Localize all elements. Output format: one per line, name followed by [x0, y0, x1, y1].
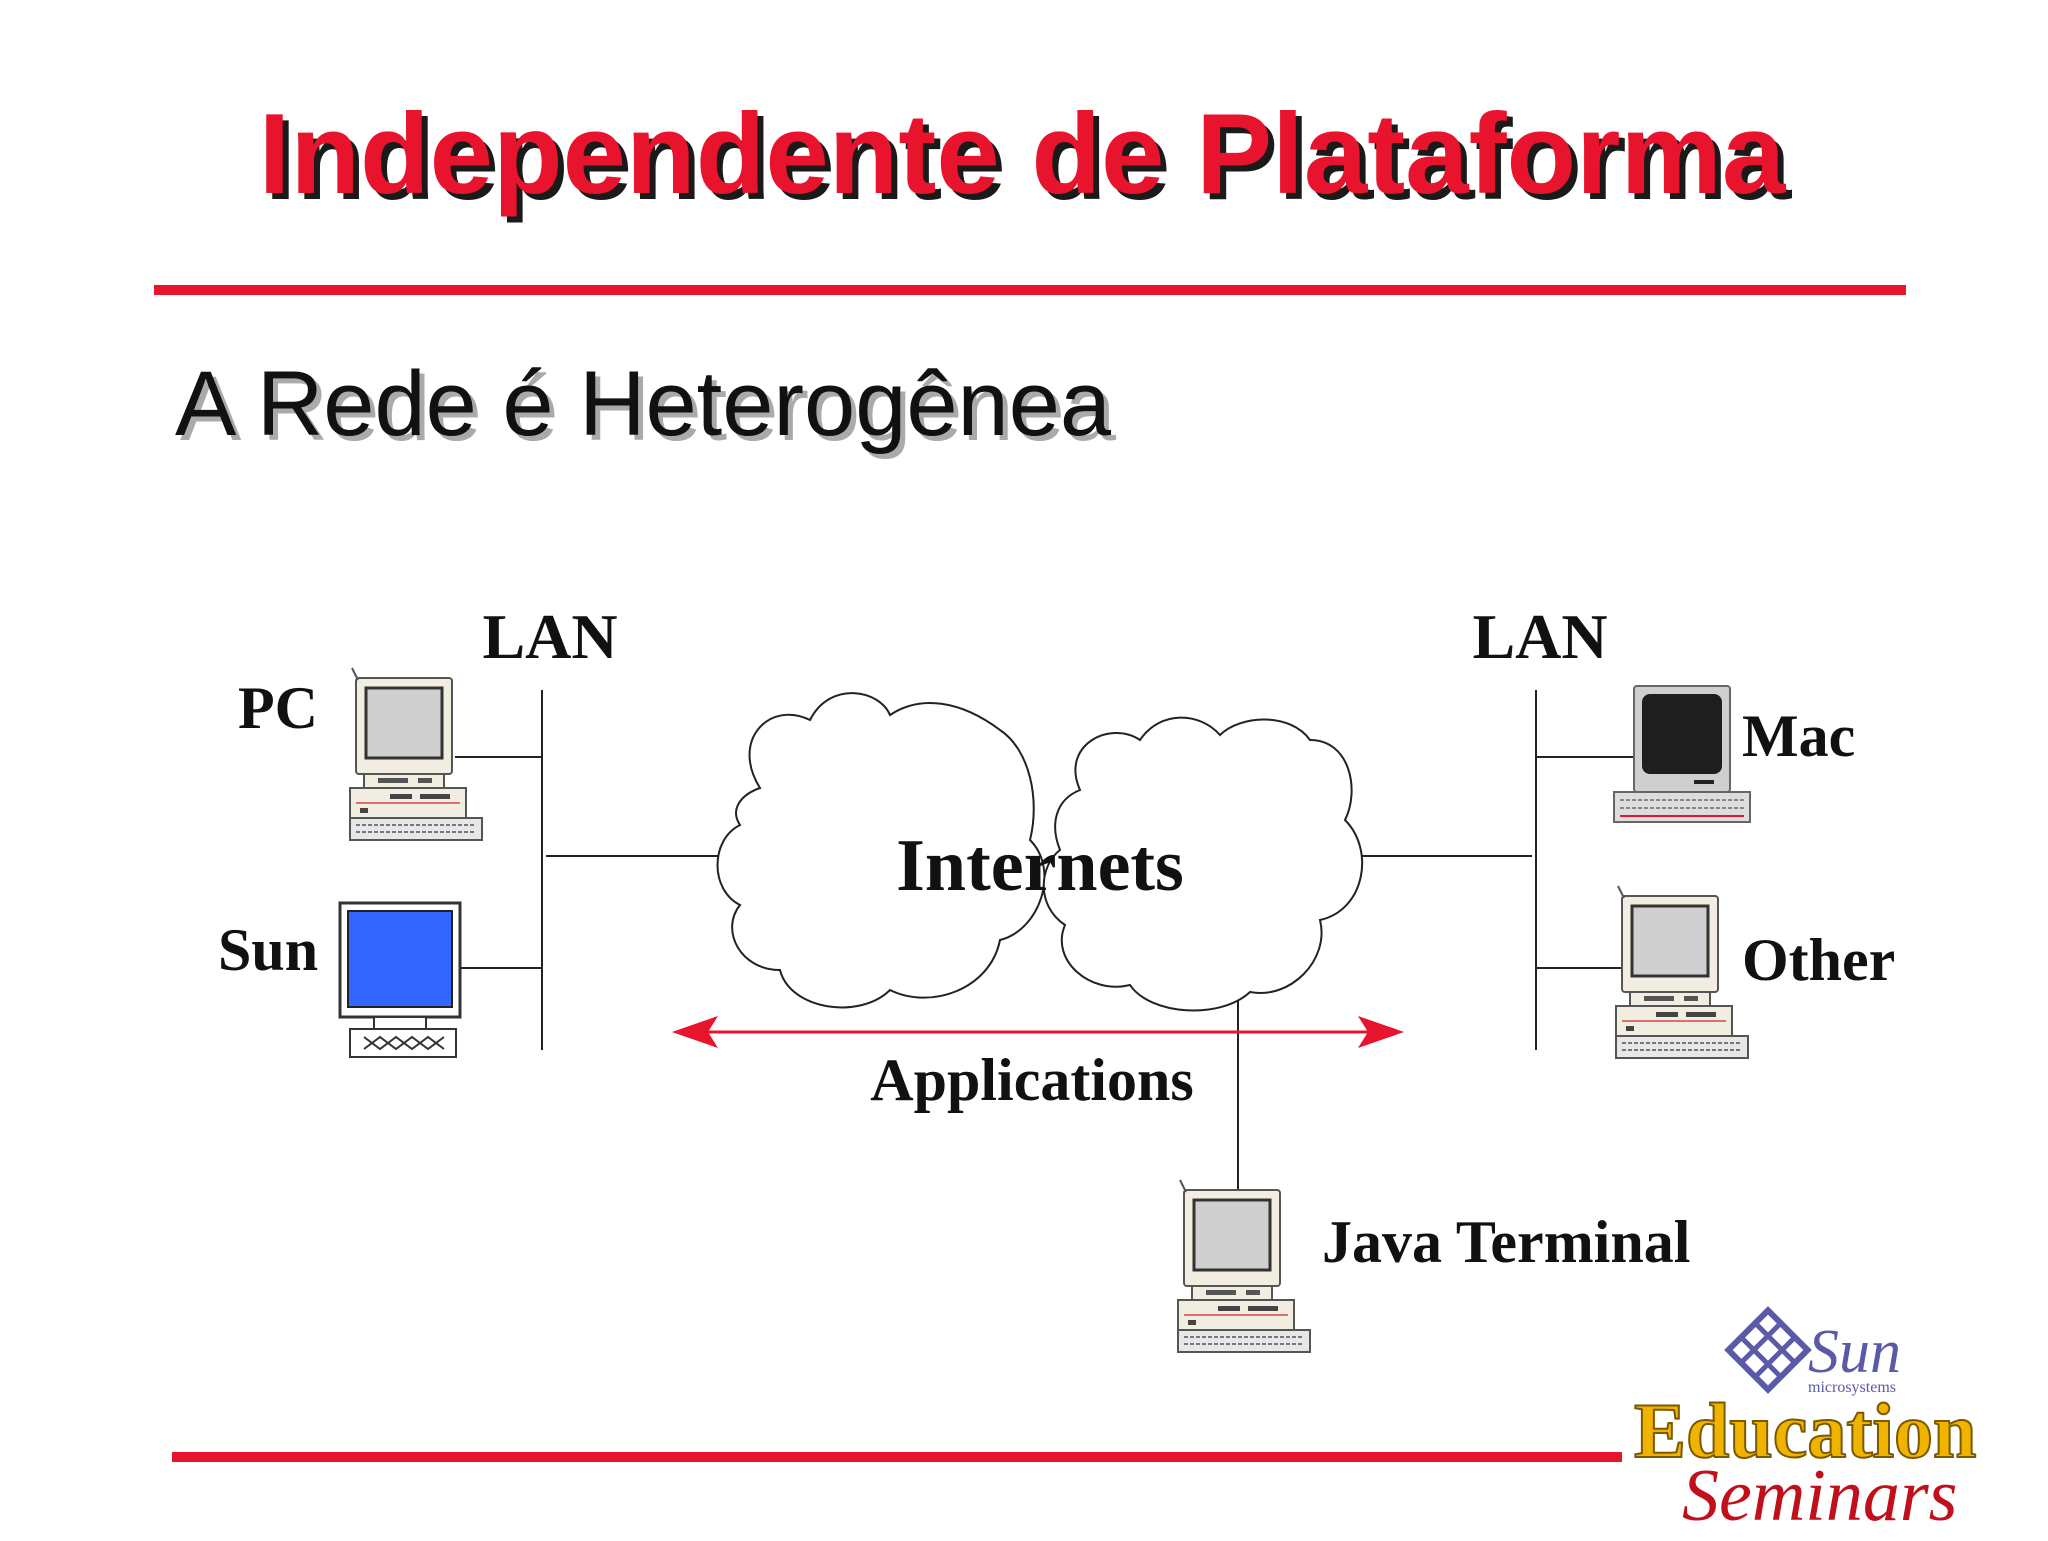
sun-label: Sun — [218, 917, 318, 983]
top-divider — [154, 285, 1906, 295]
internets-label: Internets — [896, 825, 1184, 907]
sun-brand-text: Sun — [1808, 1318, 1901, 1386]
mac-computer-icon — [1613, 685, 1751, 823]
education-text: Education — [1634, 1387, 1976, 1474]
applications-label: Applications — [870, 1047, 1193, 1113]
arrow-head-left — [672, 1016, 718, 1048]
sun-workstation-icon — [338, 901, 462, 1059]
slide-title: Independente de Plataforma — [259, 91, 1787, 218]
internets-cloud — [716, 692, 1364, 1012]
slide-title-shadow: Independente de Plataforma — [265, 97, 1793, 224]
other-label: Other — [1742, 927, 1895, 993]
arrow-head-right — [1358, 1016, 1404, 1048]
sun-logo-icon — [1724, 1306, 1812, 1394]
other-computer-icon — [1614, 884, 1750, 1060]
mac-label: Mac — [1742, 703, 1855, 769]
seminars-text: Seminars — [1682, 1455, 1957, 1536]
bottom-divider — [172, 1452, 1622, 1462]
lan-left-label: LAN — [482, 601, 617, 672]
java-terminal-label: Java Terminal — [1322, 1209, 1690, 1275]
sun-brand-subtext: microsystems — [1808, 1379, 1896, 1396]
slide-subtitle: A Rede é Heterogênea — [175, 353, 1112, 455]
pc-label: PC — [238, 675, 318, 741]
pc-computer-icon — [348, 666, 484, 842]
applications-arrow — [672, 1016, 1404, 1048]
java-terminal-icon — [1176, 1178, 1312, 1354]
sun-education-logo: Sun microsystems Education Seminars — [1633, 1306, 1977, 1537]
subtitle-shadow: A Rede é Heterogênea — [180, 358, 1117, 460]
lan-right-label: LAN — [1472, 601, 1607, 672]
